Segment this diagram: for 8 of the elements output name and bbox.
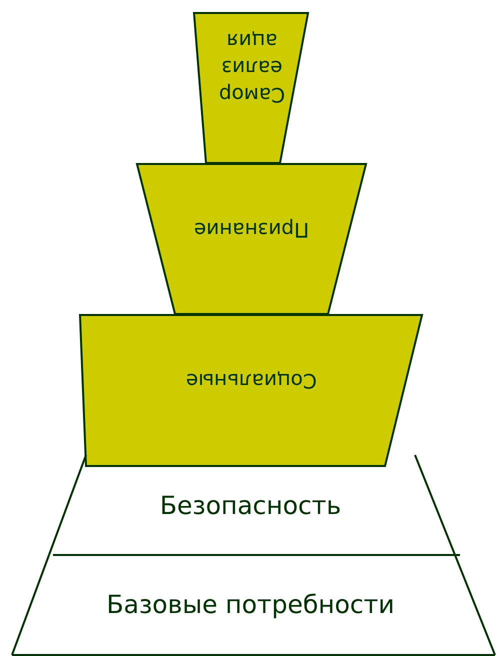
- level-label: Признание: [194, 217, 310, 243]
- level-label: Безопасность: [160, 490, 342, 522]
- level-label: Базовые потребности: [106, 589, 394, 621]
- trapezoid-level: [137, 164, 367, 315]
- trapezoid-level: [194, 13, 309, 164]
- level-label: Самореализация: [217, 28, 286, 108]
- level-label: Социальные: [186, 368, 317, 394]
- trapezoid-level: [80, 315, 423, 467]
